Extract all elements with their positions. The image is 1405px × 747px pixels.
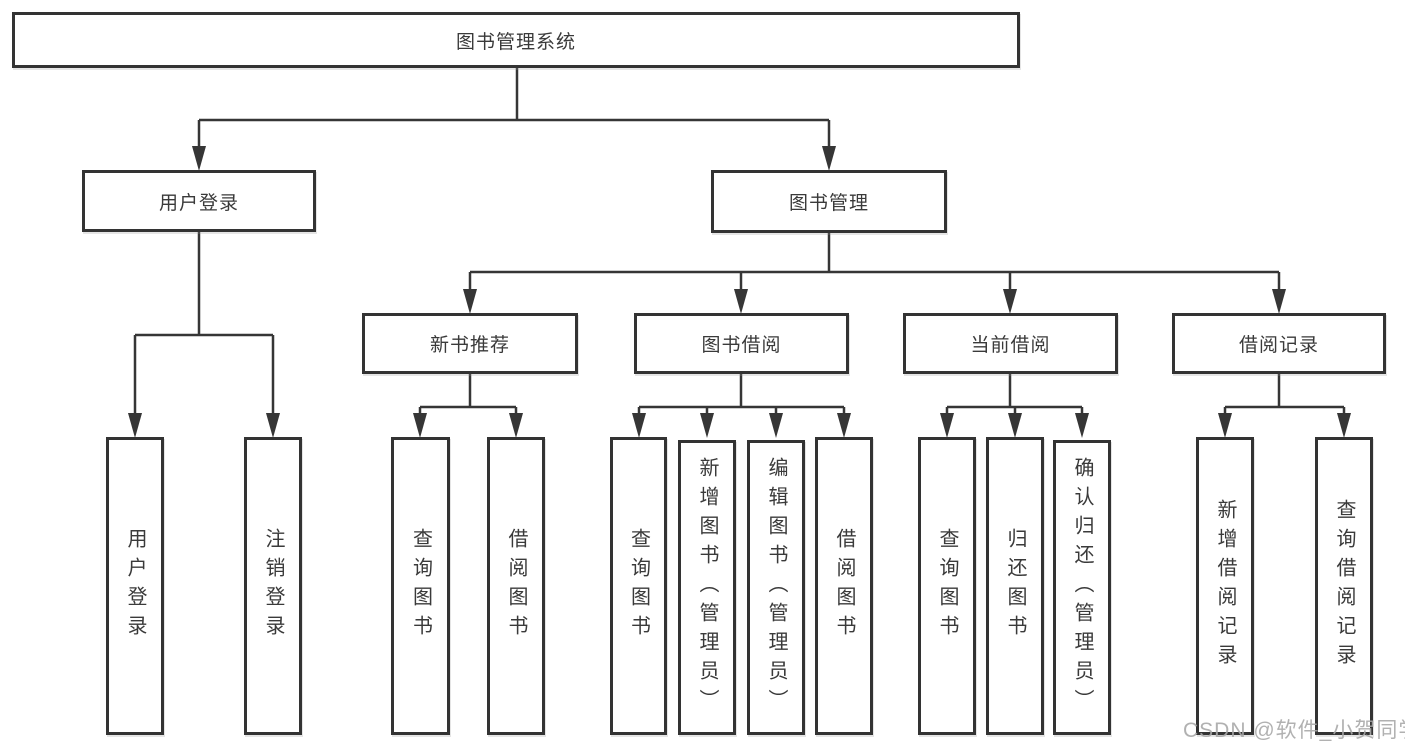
node-label: 借阅图书 (833, 528, 855, 644)
node-label: 确认归还（管理员） (1071, 457, 1093, 718)
node-label: 注销登录 (262, 528, 284, 644)
leaf-query-books-3: 查询图书 (918, 437, 976, 735)
node-current-borrow: 当前借阅 (903, 313, 1118, 374)
node-label: 图书借阅 (701, 335, 782, 356)
node-borrow-record: 借阅记录 (1172, 313, 1386, 374)
leaf-logout: 注销登录 (244, 437, 302, 735)
node-new-book-recommend: 新书推荐 (362, 313, 578, 374)
leaf-return-books: 归还图书 (986, 437, 1044, 735)
node-library-management-system: 图书管理系统 (12, 12, 1020, 68)
connector-root-to-level2 (192, 68, 836, 171)
node-label: 查询图书 (936, 528, 958, 644)
node-label: 图书管理 (788, 193, 869, 214)
node-label: 查询借阅记录 (1333, 499, 1355, 673)
connector-borrowrecord-to-leaves (1218, 374, 1351, 438)
node-label: 用户登录 (158, 192, 239, 214)
leaf-borrow-books-2: 借阅图书 (815, 437, 873, 735)
leaf-add-borrow-record: 新增借阅记录 (1196, 437, 1254, 735)
node-label: 借阅图书 (505, 528, 527, 644)
node-book-management: 图书管理 (711, 170, 947, 233)
leaf-user-login: 用户登录 (106, 437, 164, 735)
node-label: 新书推荐 (429, 335, 510, 356)
node-book-borrow: 图书借阅 (634, 313, 849, 374)
node-label: 借阅记录 (1238, 335, 1319, 356)
node-label: 编辑图书（管理员） (765, 457, 787, 718)
connector-userlogin-to-leaves (128, 232, 280, 438)
leaf-add-books-admin: 新增图书（管理员） (678, 440, 736, 735)
node-label: 当前借阅 (970, 335, 1051, 356)
leaf-query-books-2: 查询图书 (610, 437, 667, 735)
csdn-watermark: CSDN @软件_小贺同学 (1183, 719, 1405, 742)
connector-bookborrow-to-leaves (632, 374, 851, 438)
leaf-edit-books-admin: 编辑图书（管理员） (747, 440, 805, 735)
connector-currentborrow-to-leaves (940, 374, 1089, 438)
node-label: 新增借阅记录 (1214, 499, 1236, 673)
connector-newbookrec-to-leaves (413, 374, 523, 438)
leaf-query-borrow-record: 查询借阅记录 (1315, 437, 1373, 735)
node-label: 新增图书（管理员） (696, 457, 718, 718)
leaf-confirm-return-admin: 确认归还（管理员） (1053, 440, 1111, 735)
node-label: 图书管理系统 (455, 31, 576, 53)
node-label: 归还图书 (1004, 528, 1026, 644)
leaf-borrow-books-1: 借阅图书 (487, 437, 545, 735)
node-label: 用户登录 (124, 528, 146, 644)
connector-bookmgmt-to-level3 (463, 233, 1286, 314)
node-label: 查询图书 (409, 528, 432, 644)
leaf-query-books-1: 查询图书 (391, 437, 450, 735)
node-user-login: 用户登录 (82, 170, 316, 232)
node-label: 查询图书 (627, 528, 650, 644)
